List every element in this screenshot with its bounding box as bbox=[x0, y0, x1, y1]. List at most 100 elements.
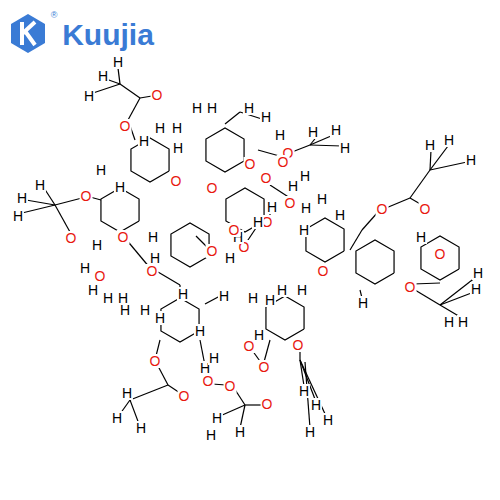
hydrogen-label: H bbox=[191, 101, 203, 115]
oxygen-label: O bbox=[228, 223, 241, 237]
single-bond bbox=[93, 84, 120, 93]
hydrogen-label: H bbox=[424, 138, 436, 152]
single-bond bbox=[22, 205, 55, 213]
hydrogen-label: H bbox=[470, 282, 482, 296]
single-bond bbox=[430, 162, 467, 170]
hydrogen-label: H bbox=[205, 428, 217, 442]
single-bond bbox=[430, 150, 431, 170]
hydrogen-label: H bbox=[443, 315, 455, 329]
hydrogen-label: H bbox=[119, 303, 131, 317]
oxygen-label: O bbox=[419, 202, 432, 216]
oxygen-label: O bbox=[151, 88, 164, 102]
single-bond bbox=[158, 272, 180, 285]
single-bond bbox=[55, 198, 82, 205]
hydrogen-label: H bbox=[154, 121, 166, 135]
hydrogen-label: H bbox=[234, 425, 246, 439]
hydrogen-label: H bbox=[415, 230, 427, 244]
ring-bond bbox=[101, 188, 139, 232]
oxygen-label: O bbox=[94, 269, 107, 283]
hydrogen-label: H bbox=[310, 398, 322, 412]
single-bond bbox=[118, 68, 120, 84]
hydrogen-label: H bbox=[111, 411, 123, 425]
single-bond bbox=[158, 366, 168, 385]
hydrogen-label: H bbox=[95, 163, 107, 177]
hydrogen-label: H bbox=[224, 251, 236, 265]
single-bond bbox=[413, 283, 440, 284]
hydrogen-label: H bbox=[97, 69, 109, 83]
oxygen-label: O bbox=[317, 264, 330, 278]
hydrogen-label: H bbox=[472, 266, 484, 280]
hydrogen-label: H bbox=[91, 238, 103, 252]
ring-bond bbox=[356, 240, 394, 284]
oxygen-label: O bbox=[376, 202, 389, 216]
oxygen-label: O bbox=[119, 119, 132, 133]
hydrogen-label: H bbox=[287, 179, 299, 193]
single-bond bbox=[120, 84, 140, 98]
single-bond bbox=[55, 205, 70, 232]
logo-icon bbox=[11, 14, 45, 53]
ring-bond bbox=[171, 223, 209, 267]
single-bond bbox=[292, 145, 310, 152]
hydrogen-label: H bbox=[253, 328, 265, 342]
oxygen-label: O bbox=[277, 155, 290, 169]
single-bond bbox=[350, 230, 362, 250]
hydrogen-label: H bbox=[87, 283, 99, 297]
oxygen-label: O bbox=[244, 157, 257, 171]
hydrogen-label: H bbox=[177, 287, 189, 301]
hydrogen-label: H bbox=[16, 191, 28, 205]
hydrogen-label: H bbox=[135, 421, 147, 435]
hydrogen-label: H bbox=[172, 141, 184, 155]
single-bond bbox=[225, 112, 240, 124]
hydrogen-label: H bbox=[252, 215, 264, 229]
hydrogen-label: H bbox=[339, 141, 351, 155]
hydrogen-label: H bbox=[300, 201, 312, 215]
single-bond bbox=[26, 200, 55, 205]
hydrogen-label: H bbox=[357, 296, 369, 310]
oxygen-label: O bbox=[292, 338, 305, 352]
single-bond bbox=[440, 292, 474, 305]
hydrogen-label: H bbox=[83, 89, 95, 103]
hydrogen-label: H bbox=[298, 384, 310, 398]
hydrogen-label: H bbox=[79, 261, 91, 275]
hydrogen-label: H bbox=[138, 134, 150, 148]
logo-k-mark bbox=[22, 22, 35, 45]
single-bond bbox=[310, 145, 342, 146]
oxygen-label: O bbox=[258, 360, 271, 374]
oxygen-label: O bbox=[206, 244, 219, 258]
hydrogen-label: H bbox=[266, 200, 278, 214]
hydrogen-label: H bbox=[274, 128, 286, 142]
logo-hexagon bbox=[11, 14, 45, 53]
hydrogen-label: H bbox=[322, 413, 334, 427]
single-bond bbox=[410, 170, 430, 198]
single-bond bbox=[245, 404, 262, 405]
single-bond bbox=[128, 98, 140, 120]
hydrogen-label: H bbox=[465, 153, 477, 167]
oxygen-label: O bbox=[260, 171, 273, 185]
hydrogen-label: H bbox=[330, 123, 342, 137]
oxygen-label: O bbox=[261, 397, 274, 411]
ring-bond bbox=[206, 128, 244, 172]
hydrogen-label: H bbox=[102, 291, 114, 305]
hydrogen-label: H bbox=[149, 251, 161, 265]
oxygen-label: O bbox=[65, 231, 78, 245]
hydrogen-label: H bbox=[334, 208, 346, 222]
hydrogen-label: H bbox=[206, 101, 218, 115]
hydrogen-label: H bbox=[276, 283, 288, 297]
oxygen-label: O bbox=[434, 247, 447, 261]
single-bond bbox=[220, 405, 245, 416]
hydrogen-label: H bbox=[112, 55, 124, 69]
single-bond bbox=[264, 340, 270, 362]
hydrogen-label: H bbox=[34, 178, 46, 192]
hydrogen-label: H bbox=[12, 209, 24, 223]
hydrogen-label: H bbox=[307, 125, 319, 139]
single-bond bbox=[130, 385, 168, 400]
hydrogen-label: H bbox=[299, 169, 311, 183]
hydrogen-label: H bbox=[154, 311, 166, 325]
hydrogen-label: H bbox=[218, 289, 230, 303]
hydrogen-label: H bbox=[117, 291, 129, 305]
oxygen-label: O bbox=[284, 196, 297, 210]
hydrogen-label: H bbox=[114, 180, 126, 194]
single-bond bbox=[386, 198, 410, 208]
oxygen-label: O bbox=[80, 189, 93, 203]
